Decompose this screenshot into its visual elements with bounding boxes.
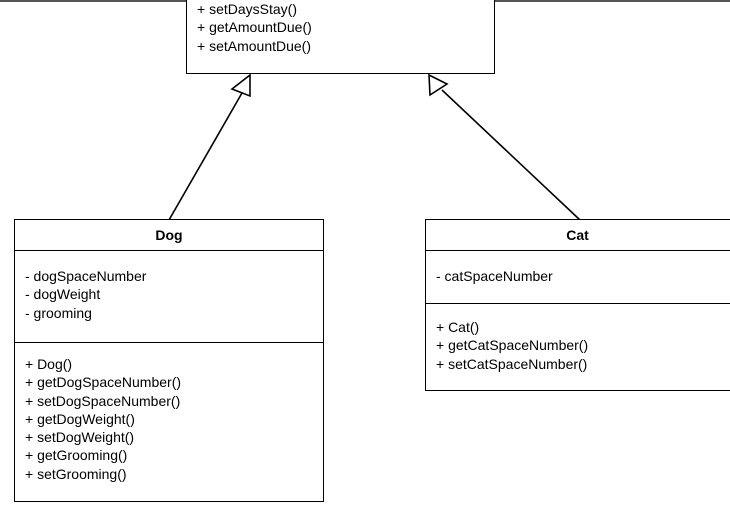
dog-class-name: Dog xyxy=(15,220,323,251)
parent-method: + setAmountDue() xyxy=(197,37,311,54)
dog-inheritance-line xyxy=(168,92,243,221)
cat-method: + setCatSpaceNumber() xyxy=(436,355,588,372)
parent-method: + getAmountDue() xyxy=(197,19,312,36)
dog-method: + setDogWeight() xyxy=(25,429,135,446)
dog-class-attributes: - dogSpaceNumber - dogWeight - grooming xyxy=(15,251,323,343)
dog-class-methods: + Dog() + getDogSpaceNumber() + setDogSp… xyxy=(15,343,323,483)
dog-method: + setGrooming() xyxy=(25,465,127,482)
cat-class-attributes: - catSpaceNumber xyxy=(426,251,730,304)
parent-method: + setDaysStay() xyxy=(197,1,297,17)
dog-generalization-arrowhead xyxy=(230,73,251,98)
parent-class-methods: + setDaysStay() + getAmountDue() + setAm… xyxy=(187,0,494,55)
dog-class-box: Dog - dogSpaceNumber - dogWeight - groom… xyxy=(14,219,324,502)
dog-method: + getDogWeight() xyxy=(25,410,135,427)
dog-attribute: - dogSpaceNumber xyxy=(25,268,147,284)
cat-method: + getCatSpaceNumber() xyxy=(436,337,589,354)
cat-method: + Cat() xyxy=(436,319,480,335)
cat-class-box: Cat - catSpaceNumber + Cat() + getCatSpa… xyxy=(425,219,730,391)
dog-attribute: - grooming xyxy=(25,304,92,321)
cat-inheritance-line xyxy=(441,89,581,221)
dog-method: + Dog() xyxy=(25,356,73,372)
cat-generalization-arrowhead xyxy=(428,73,449,97)
cat-class-name: Cat xyxy=(426,220,730,251)
dog-method: + getGrooming() xyxy=(25,447,128,464)
dog-method: + setDogSpaceNumber() xyxy=(25,392,181,409)
dog-attribute: - dogWeight xyxy=(25,286,101,303)
cat-attribute: - catSpaceNumber xyxy=(436,268,553,284)
dog-method: + getDogSpaceNumber() xyxy=(25,374,182,391)
cat-class-methods: + Cat() + getCatSpaceNumber() + setCatSp… xyxy=(426,304,730,373)
parent-class-box: + setDaysStay() + getAmountDue() + setAm… xyxy=(186,0,495,74)
